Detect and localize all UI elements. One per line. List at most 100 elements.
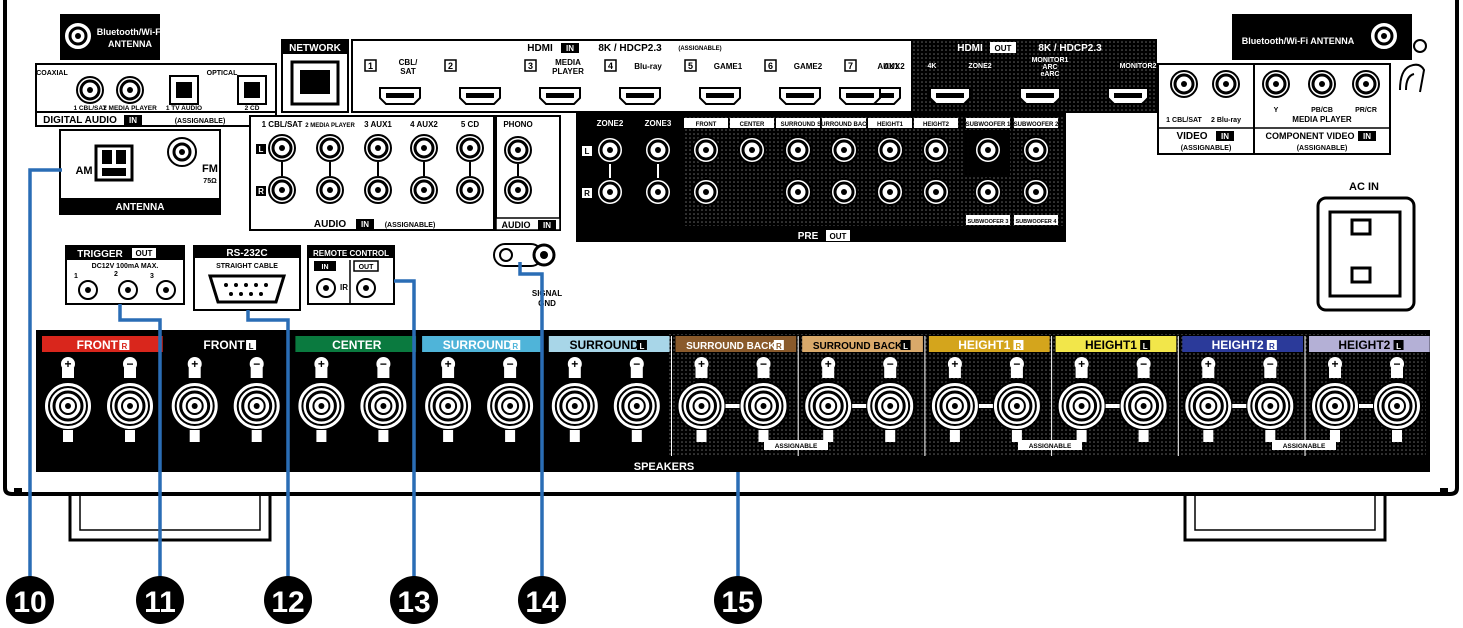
speaker-binding-post (169, 380, 221, 432)
phono-in-badge: IN (543, 221, 551, 230)
speaker-side-marker (1393, 340, 1404, 350)
pre-out-label: SUBWOOFER 3 (968, 219, 1009, 225)
minus-icon: − (126, 357, 133, 371)
speaker-channel-label: SURROUND (569, 338, 639, 352)
callout-line (118, 304, 162, 590)
callout-badge (518, 576, 566, 624)
am-label: AM (75, 165, 92, 177)
minus-icon (1263, 357, 1278, 371)
plus-icon (314, 357, 329, 371)
speaker-channel-label: SURROUND BACK (686, 341, 776, 352)
bt-antenna-left-label: ANTENNA (108, 39, 152, 49)
hdmi-in-port-label: CBL/ (399, 58, 418, 67)
network-label: NETWORK (289, 43, 341, 54)
speaker-binding-post (1118, 380, 1170, 432)
callout-line (246, 310, 290, 590)
pre-out-label: CENTER (740, 122, 765, 128)
speaker-channel-label: SURROUND (443, 338, 513, 352)
speaker-binding-post (802, 380, 854, 432)
speaker-channel-label: FRONT (203, 338, 245, 352)
hdmi-in-port-num-box (684, 59, 697, 72)
component-video-jack (1307, 69, 1337, 99)
digital-audio-jack-label: 1 TV AUDIO (166, 105, 202, 112)
pre-out-jack (829, 135, 859, 165)
speaker-side-marker (1140, 340, 1151, 350)
pre-out-zone-jack (643, 177, 673, 207)
digital-audio-in-badge-bg (124, 115, 142, 125)
video-in-title: VIDEO (1176, 131, 1207, 142)
speaker-side-marker (900, 340, 911, 350)
speaker-side-marker (773, 340, 784, 350)
fm-label: FM (202, 163, 218, 175)
video-jack-label: 2 Blu-ray (1211, 117, 1241, 124)
digital-audio-jack-label: 1 CBL/SAT (73, 105, 106, 112)
speaker-channel-label-bg (168, 336, 290, 352)
hdmi-in-port-num: 3 (528, 61, 533, 71)
audio-in-jack-l (267, 133, 297, 163)
video-jack-label: 1 CBL/SAT (1166, 117, 1202, 124)
component-video-title: COMPONENT VIDEO (1265, 131, 1354, 141)
callout-number: 15 (721, 586, 754, 619)
component-jack-label: PB/CB (1311, 107, 1333, 114)
pre-out-jack (691, 135, 721, 165)
component-video-in-badge-bg (1358, 131, 1376, 141)
pre-out-badge: OUT (830, 232, 847, 241)
right-foot (1183, 494, 1387, 542)
rs232c-port (207, 274, 287, 304)
audio-in-jack-l (455, 133, 485, 163)
phono-jack-r (503, 175, 533, 205)
coaxial-jack-1 (75, 75, 105, 105)
bt-antenna-right-label: Bluetooth/Wi-Fi ANTENNA (1242, 36, 1355, 46)
coaxial-label: COAXIAL (36, 70, 68, 77)
pre-out-label: SURROUND BACK (817, 122, 871, 128)
plus-icon: + (318, 357, 325, 371)
speaker-side-letter: R (512, 342, 518, 351)
minus-icon (503, 357, 518, 371)
minus-icon (1390, 357, 1404, 371)
hdmi-in-port-label: GAME1 (714, 62, 743, 71)
plus-icon: + (951, 357, 958, 371)
plus-icon (1201, 357, 1216, 371)
speaker-binding-post (1182, 380, 1234, 432)
hdmi-in-port (459, 87, 501, 105)
rs232c-title: RS-232C (226, 248, 267, 259)
speaker-channel-label: CENTER (332, 338, 382, 352)
pre-out-title: PRE (798, 231, 819, 242)
r-marker: R (258, 187, 264, 196)
audio-in-jack-r (267, 175, 297, 205)
remote-ir-label: IR (340, 283, 348, 292)
minus-icon: − (760, 357, 767, 371)
pre-out-zone-jack (595, 135, 625, 165)
callout-number: 11 (144, 586, 176, 619)
component-video-note: (ASSIGNABLE) (1297, 145, 1348, 152)
minus-icon (756, 357, 771, 371)
hdmi-out-port-label: eARC (1040, 71, 1059, 78)
signal-gnd-label: SIGNAL (532, 289, 562, 298)
speaker-binding-post (738, 380, 789, 432)
speaker-channel-label: HEIGHT2 (1338, 338, 1390, 352)
speaker-binding-post (1371, 380, 1423, 432)
component-jack-label: PR/CR (1355, 107, 1377, 114)
hdmi-in-port-label: PLAYER (552, 67, 584, 76)
signal-gnd-label: GND (538, 299, 556, 308)
hdmi-in-port-label: GAME2 (794, 62, 823, 71)
hdmi-in-port (699, 87, 741, 105)
minus-icon (629, 357, 644, 371)
plus-icon: + (445, 357, 452, 371)
hdmi-in-port-num-box (604, 59, 617, 72)
speaker-side-letter: L (249, 342, 254, 351)
hdmi-in-port-num: 7 (848, 61, 853, 71)
speaker-side-marker (636, 340, 647, 350)
hdmi-in-badge: IN (566, 44, 574, 53)
component-jack-label: Y (1274, 107, 1279, 114)
speaker-channel-label-bg (802, 336, 923, 352)
pre-out-label-bg (684, 118, 728, 128)
hdmi-in-port-label: Blu-ray (634, 62, 662, 71)
hdmi-in-port-label: SAT (400, 67, 416, 76)
audio-in-note: (ASSIGNABLE) (385, 222, 436, 229)
component-sub: MEDIA PLAYER (1292, 115, 1352, 124)
trigger-jack-label: 2 (114, 271, 118, 278)
speaker-side-marker (119, 340, 130, 350)
callout-line (394, 279, 416, 590)
plus-icon (694, 357, 709, 371)
